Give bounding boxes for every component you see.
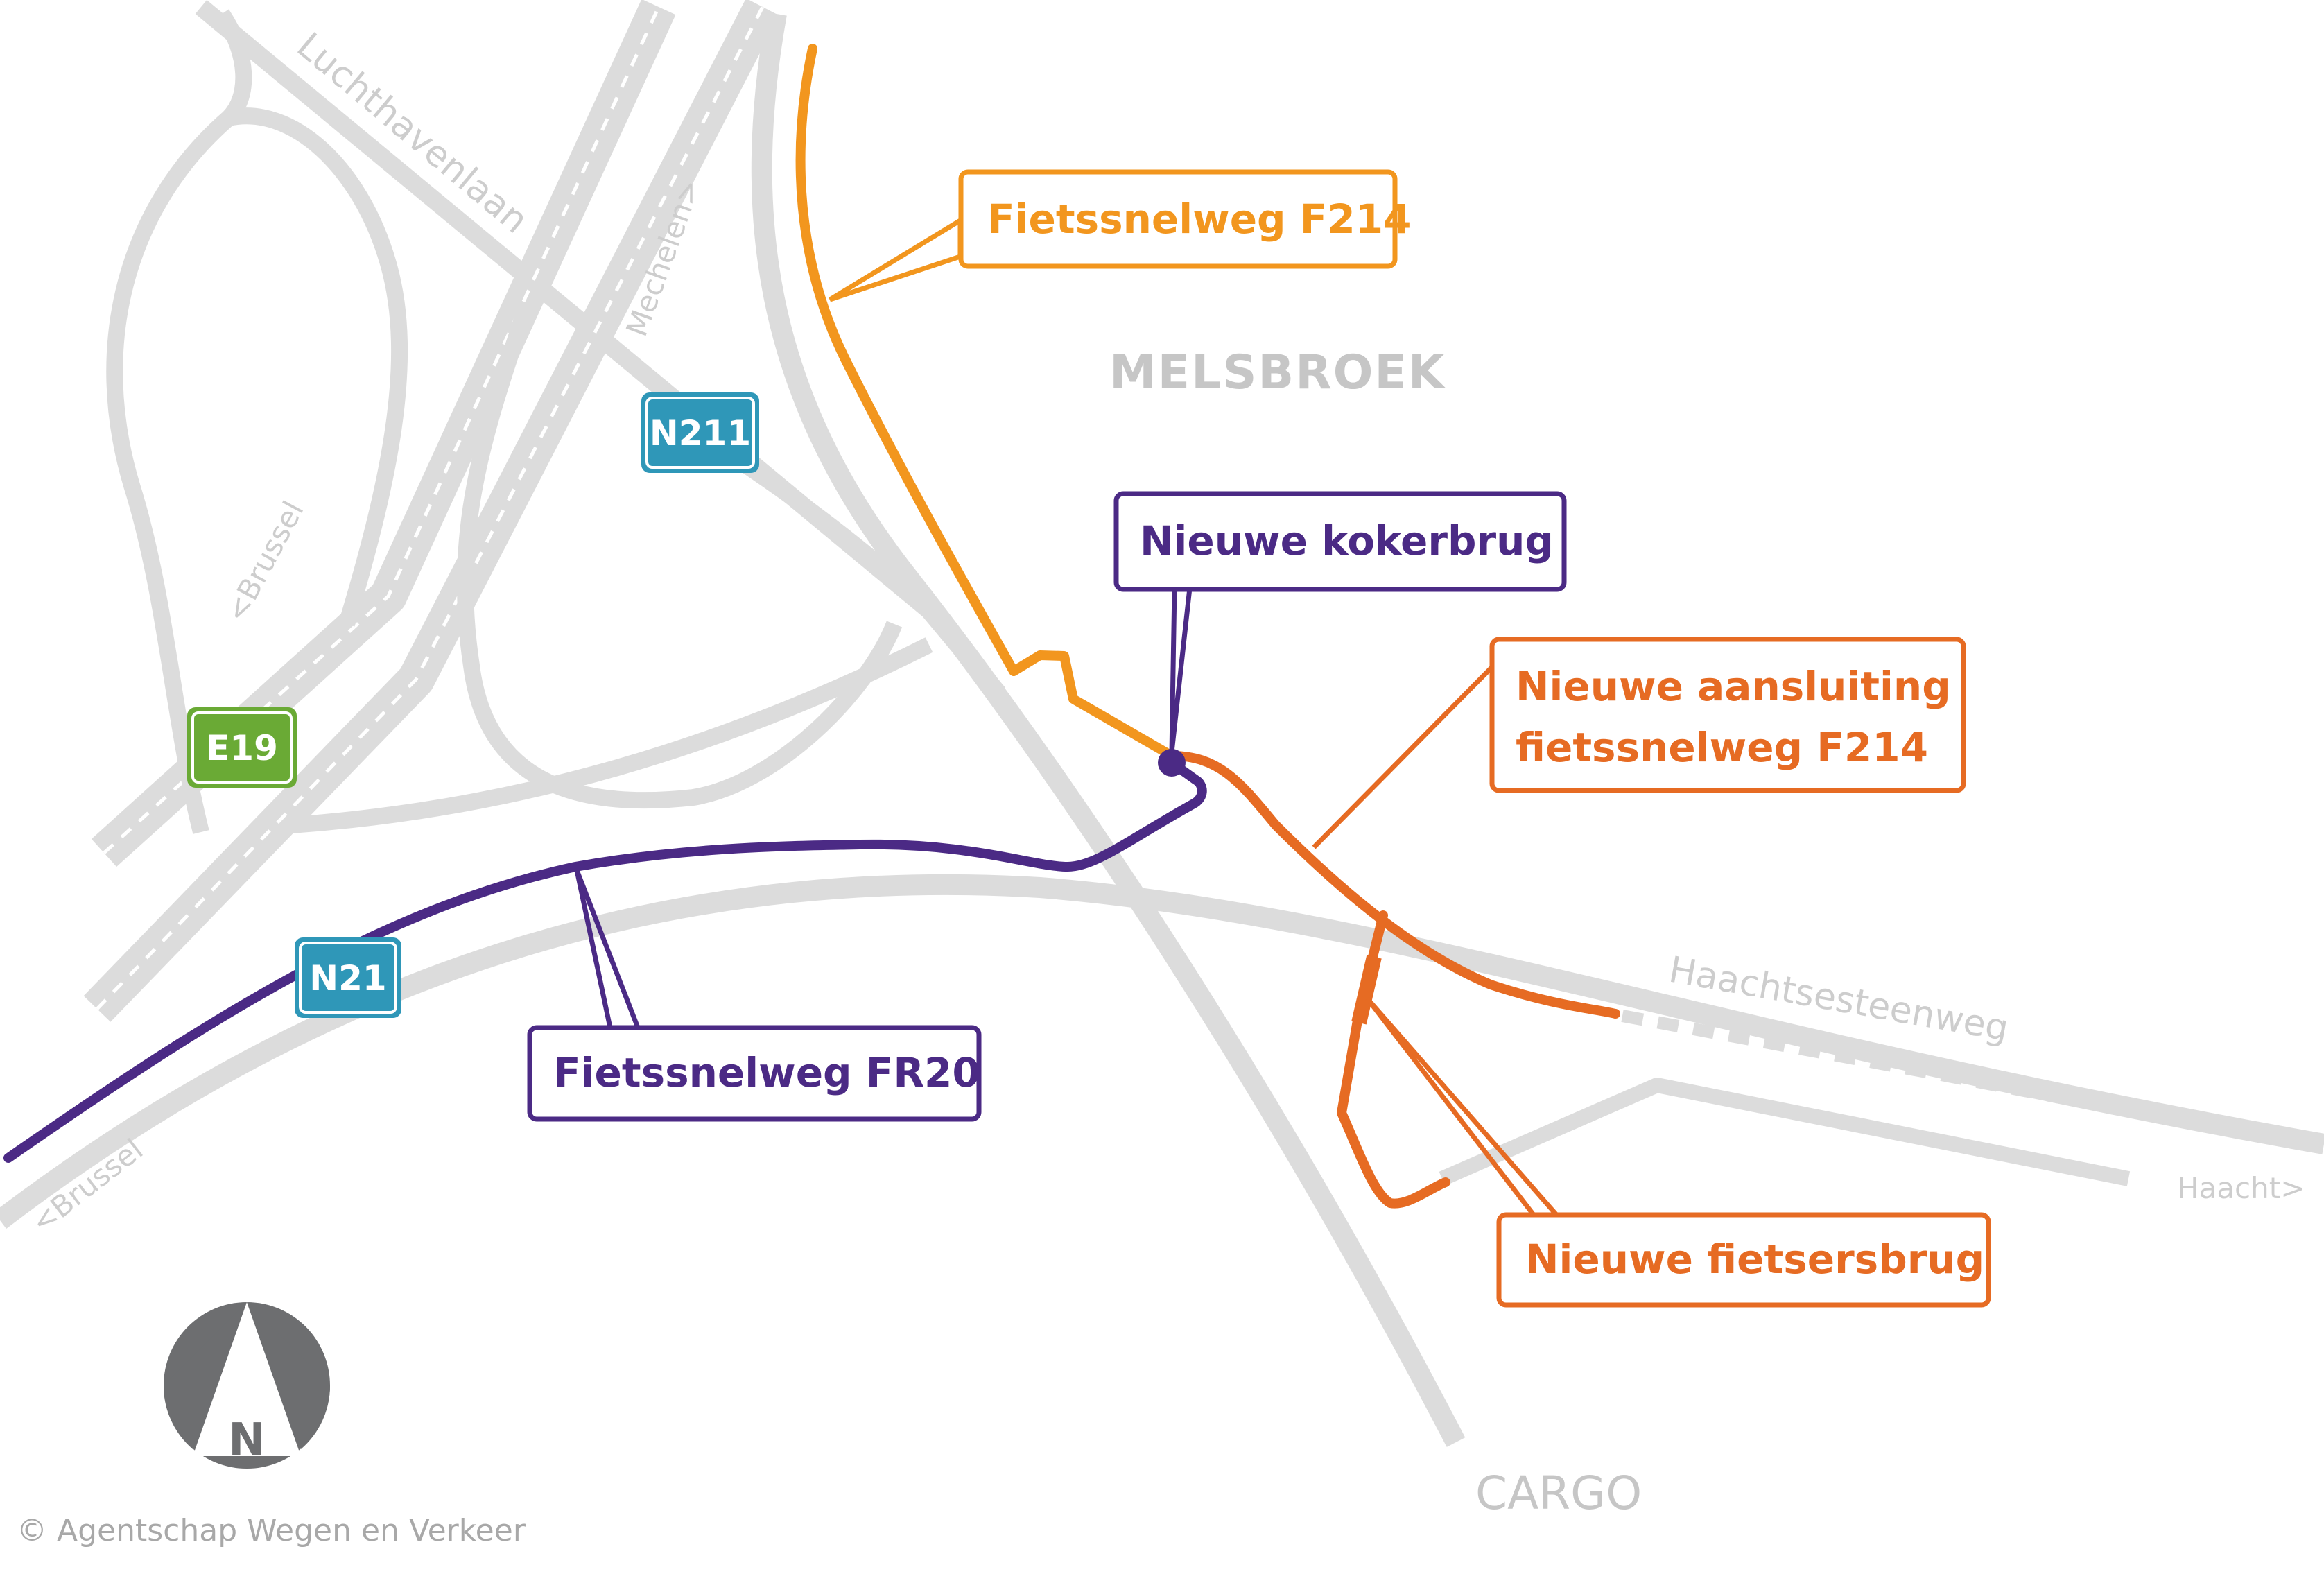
place-cargo: CARGO: [1475, 1467, 1642, 1520]
kokerbrug-node: [1158, 749, 1186, 777]
road-haacht: [1439, 1078, 2131, 1186]
north-arrow-icon: N: [163, 1302, 331, 1469]
callout-aansluiting-line1: Nieuwe aansluiting: [1516, 663, 1951, 710]
callout-fr20-label: Fietssnelweg FR20: [553, 1049, 980, 1096]
street-luchthavenlaan: Luchthavenlaan: [289, 25, 536, 241]
callout-fietsersbrug: Nieuwe fietsersbrug: [1365, 996, 1991, 1308]
callout-kokerbrug-label: Nieuwe kokerbrug: [1140, 517, 1554, 564]
road-ramp-east: [730, 451, 935, 616]
callout-f214-label: Fietssnelweg F214: [987, 196, 1411, 243]
direction-haacht: Haacht>: [2177, 1171, 2305, 1205]
route-fietsersbrug: [1337, 910, 1450, 1209]
road-haachtsesteenweg-east: [1621, 1010, 2213, 1133]
callout-fr20: Fietssnelweg FR20: [527, 869, 982, 1122]
callout-f214: Fietssnelweg F214: [829, 169, 1411, 302]
callout-fietsersbrug-label: Nieuwe fietsersbrug: [1525, 1236, 1984, 1283]
sign-e19: E19: [187, 707, 297, 788]
callout-aansluiting-line2: fietssnelweg F214: [1516, 724, 1928, 771]
callout-kokerbrug: Nieuwe kokerbrug: [1113, 491, 1567, 753]
fietsersbrug-deck: [1351, 955, 1382, 1025]
sign-n21: N21: [295, 937, 401, 1018]
route-f214: [795, 44, 1177, 761]
route-f214-new-connection: [1167, 751, 1620, 1019]
road-ramp-inner: [457, 302, 903, 809]
road-ramp-west-inner: [227, 107, 408, 627]
copyright: © Agentschap Wegen en Verkeer: [17, 1513, 526, 1548]
road-n211: [751, 12, 1466, 1447]
road-ramp-link: [290, 637, 933, 833]
sign-e19-label: E19: [206, 728, 278, 768]
callout-aansluiting: Nieuwe aansluiting fietssnelweg F214: [1312, 637, 1966, 849]
place-melsbroek: MELSBROEK: [1109, 345, 1446, 400]
compass-letter: N: [228, 1415, 266, 1466]
direction-brussel-e19: <Brussel: [219, 496, 311, 628]
road-ramp-west: [106, 9, 252, 834]
sign-n211: N211: [641, 392, 759, 473]
sign-n21-label: N21: [309, 958, 386, 998]
sign-n211-label: N211: [650, 413, 751, 453]
